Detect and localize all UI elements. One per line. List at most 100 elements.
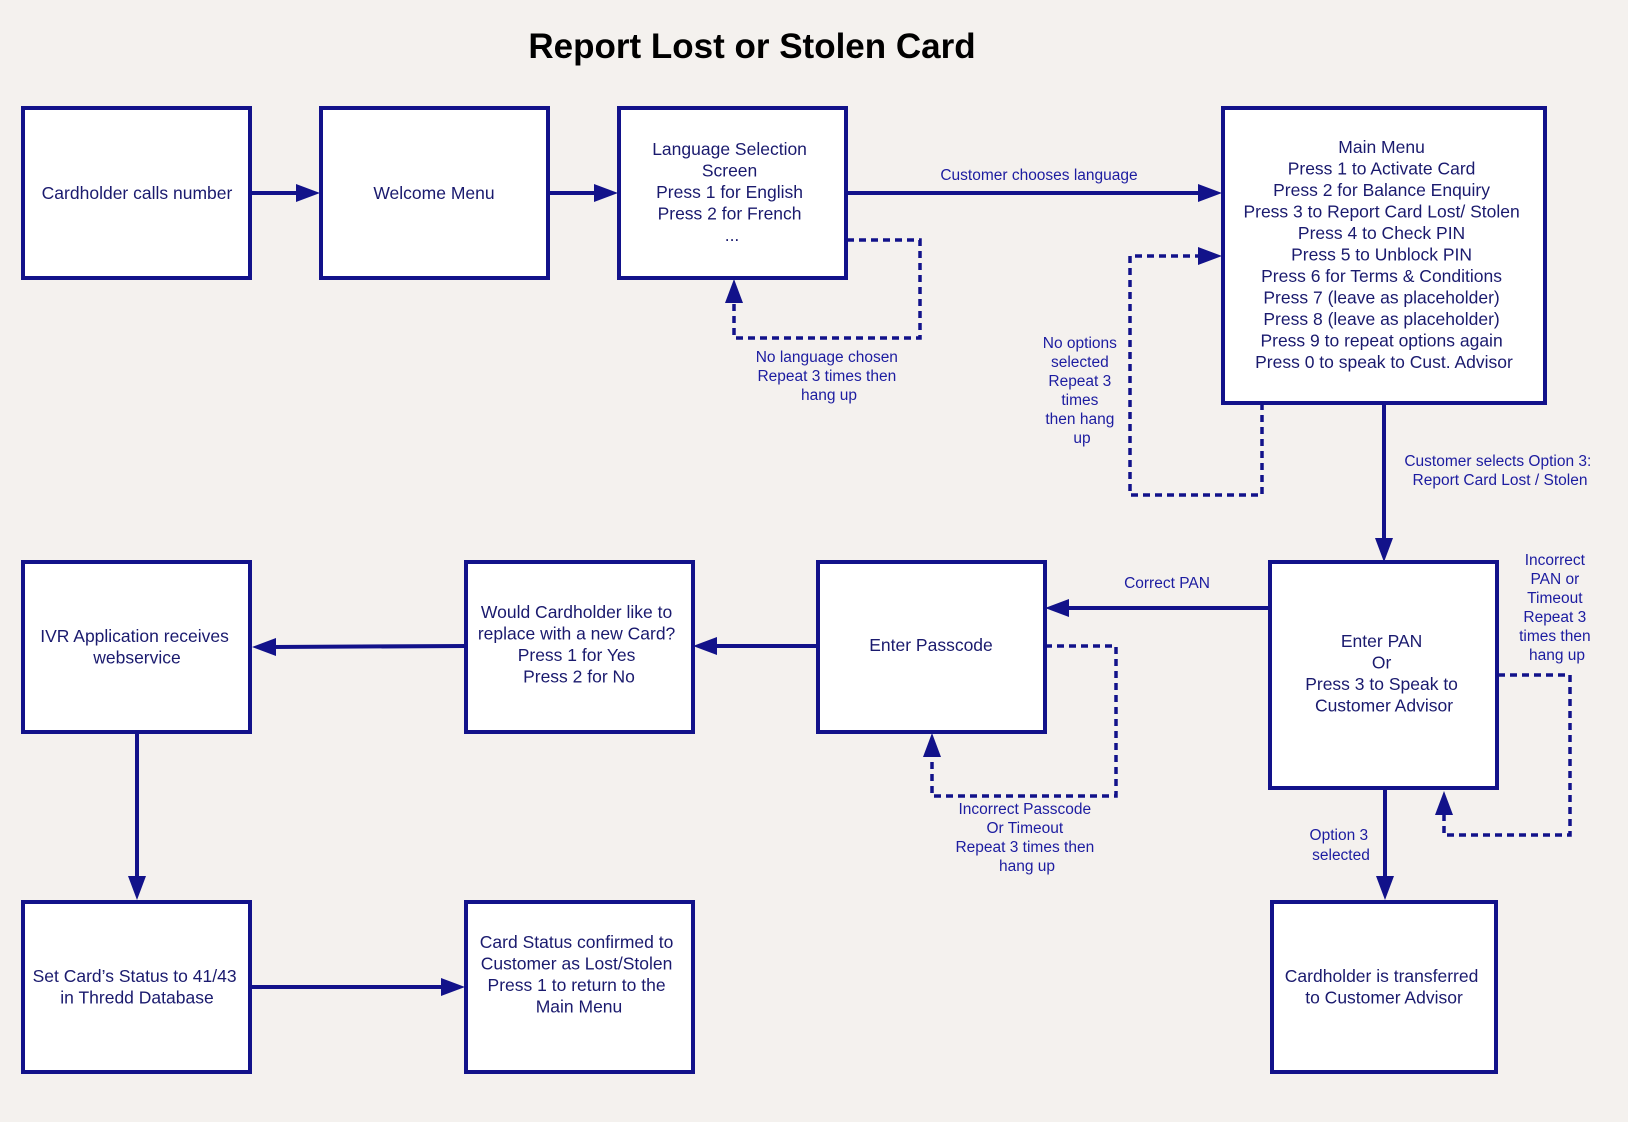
svg-text:Welcome Menu: Welcome Menu (373, 183, 494, 203)
box-line: Press 2 for Balance Enquiry (1273, 180, 1490, 200)
label-line: Option 3 (1310, 827, 1369, 844)
box-line: Press 8 (leave as placeholder) (1263, 309, 1499, 329)
label-line: times then (1519, 628, 1591, 645)
label-line: hang up (1529, 647, 1585, 664)
box-line: Press 6 for Terms & Conditions (1261, 266, 1502, 286)
label-no-language-chosen: No language chosen Repeat 3 times then h… (756, 349, 903, 404)
box-line: Screen (702, 161, 757, 181)
label-line: Repeat 3 (1048, 373, 1111, 390)
box-line: in Thredd Database (60, 988, 213, 1008)
arrowhead (1198, 247, 1222, 265)
arrowhead (1435, 791, 1453, 815)
box-line: IVR Application receives (40, 626, 229, 646)
box-line: Press 5 to Unblock PIN (1291, 245, 1472, 265)
arrowhead (923, 733, 941, 757)
box-line: Set Card’s Status to 41/43 (33, 966, 237, 986)
box-line: Press 1 for English (656, 182, 803, 202)
passcode-retry-loop (930, 644, 1118, 798)
enter-passcode-box: Enter Passcode (816, 560, 1047, 734)
label-line: Customer chooses language (940, 167, 1137, 184)
arrowhead (1045, 599, 1069, 617)
label-line: Repeat 3 (1523, 609, 1586, 626)
ivr-application-box: IVR Application receives webservice (21, 560, 252, 734)
box-line: Welcome Menu (373, 183, 494, 203)
enter-pan-box: Enter PAN Or Press 3 to Speak to Custome… (1268, 560, 1499, 790)
box-line: Press 9 to repeat options again (1260, 331, 1502, 351)
box-line: Enter Passcode (869, 635, 993, 655)
language-selection-box: Language Selection Screen Press 1 for En… (617, 106, 848, 280)
label-line: Correct PAN (1124, 575, 1210, 592)
box-frame (1221, 106, 1547, 405)
box-line: Press 3 to Speak to (1305, 674, 1458, 694)
label-line: Customer selects Option 3: (1404, 453, 1591, 470)
transferred-box: Cardholder is transferred to Customer Ad… (1270, 900, 1498, 1074)
card-status-confirmed-box: Card Status confirmed to Customer as Los… (464, 900, 695, 1074)
box-frame (1270, 900, 1498, 1074)
svg-text:Set Card’s Status to 41/43: Set Card’s Status to 41/43 in Thredd Dat… (33, 966, 242, 1008)
label-line: hang up (801, 387, 857, 404)
arrowhead (693, 637, 717, 655)
box-line: Press 1 to return to the (488, 975, 666, 995)
box-line: Press 1 to Activate Card (1288, 159, 1476, 179)
box-line: Or (1372, 653, 1392, 673)
label-line: selected (1051, 354, 1109, 371)
box-line: Cardholder calls number (42, 183, 233, 203)
box-line: ... (725, 225, 740, 245)
svg-text:Enter Passcode: Enter Passcode (869, 635, 993, 655)
label-no-options-selected: No options selected Repeat 3 times then … (1043, 335, 1121, 447)
arrowhead (594, 184, 618, 202)
connector-replace-to-ivr (272, 644, 466, 649)
box-line: Press 4 to Check PIN (1298, 223, 1465, 243)
svg-text:Card Status confirmed to: Card Status confirmed to Customer as Los… (480, 932, 678, 1017)
diagram-title: Report Lost or Stolen Card (528, 27, 975, 66)
label-line: up (1073, 430, 1090, 447)
box-line: to Customer Advisor (1305, 988, 1463, 1008)
label-incorrect-passcode: Incorrect Passcode Or Timeout Repeat 3 t… (955, 801, 1098, 875)
label-line: PAN or (1530, 571, 1579, 588)
label-line: Repeat 3 times then (955, 839, 1094, 856)
box-line: Press 2 for French (658, 204, 802, 224)
box-frame (1268, 560, 1499, 790)
label-line: then hang (1045, 411, 1114, 428)
box-line: Press 0 to speak to Cust. Advisor (1255, 352, 1513, 372)
arrowhead (1198, 184, 1222, 202)
box-line: Customer as Lost/Stolen (481, 954, 673, 974)
arrowhead (252, 638, 276, 656)
svg-text:Cardholder calls number: Cardholder calls number (42, 183, 233, 203)
language-retry-loop (732, 238, 922, 340)
box-line: Customer Advisor (1315, 696, 1453, 716)
box-line: Press 1 for Yes (518, 645, 636, 665)
box-frame (319, 106, 550, 280)
svg-text:Cardholder is transferred: Cardholder is transferred to Customer Ad… (1285, 966, 1483, 1008)
svg-text:Main Menu Press 1 to Act: Main Menu Press 1 to Activate Card Press… (1243, 137, 1524, 372)
box-frame (464, 560, 695, 734)
main-menu-box: Main Menu Press 1 to Activate Card Press… (1221, 106, 1547, 405)
label-line: Report Card Lost / Stolen (1413, 472, 1588, 489)
label-line: Or Timeout (987, 820, 1064, 837)
label-line: Repeat 3 times then (757, 368, 896, 385)
label-customer-chooses-language: Customer chooses language (940, 167, 1137, 184)
box-line: Press 3 to Report Card Lost/ Stolen (1243, 202, 1519, 222)
set-card-status-box: Set Card’s Status to 41/43 in Thredd Dat… (21, 900, 252, 1074)
box-line: Cardholder is transferred (1285, 966, 1479, 986)
box-line: Card Status confirmed to (480, 932, 674, 952)
label-line: Incorrect (1525, 552, 1586, 569)
label-option3-selected: Option 3 selected (1310, 827, 1373, 864)
box-line: Press 2 for No (523, 667, 635, 687)
box-line: Would Cardholder like to (481, 602, 672, 622)
svg-text:Would Cardholder like to: Would Cardholder like to replace with a … (478, 602, 680, 687)
label-line: Timeout (1527, 590, 1583, 607)
svg-text:IVR Application receives: IVR Application receives webservice (40, 626, 234, 668)
box-line: Main Menu (1338, 137, 1425, 157)
box-line: Enter PAN (1341, 631, 1422, 651)
welcome-menu-box: Welcome Menu (319, 106, 550, 280)
arrowhead (128, 876, 146, 900)
box-line: Press 7 (leave as placeholder) (1263, 288, 1499, 308)
main-menu-retry-loop (1128, 254, 1264, 497)
svg-text:Enter PAN Or Press: Enter PAN Or Press 3 to Speak to Custome… (1305, 631, 1463, 716)
arrowhead (441, 978, 465, 996)
label-customer-selects-option3: Customer selects Option 3: Report Card L… (1404, 453, 1595, 489)
box-line: replace with a new Card? (478, 624, 676, 644)
box-line: Language Selection (652, 139, 807, 159)
